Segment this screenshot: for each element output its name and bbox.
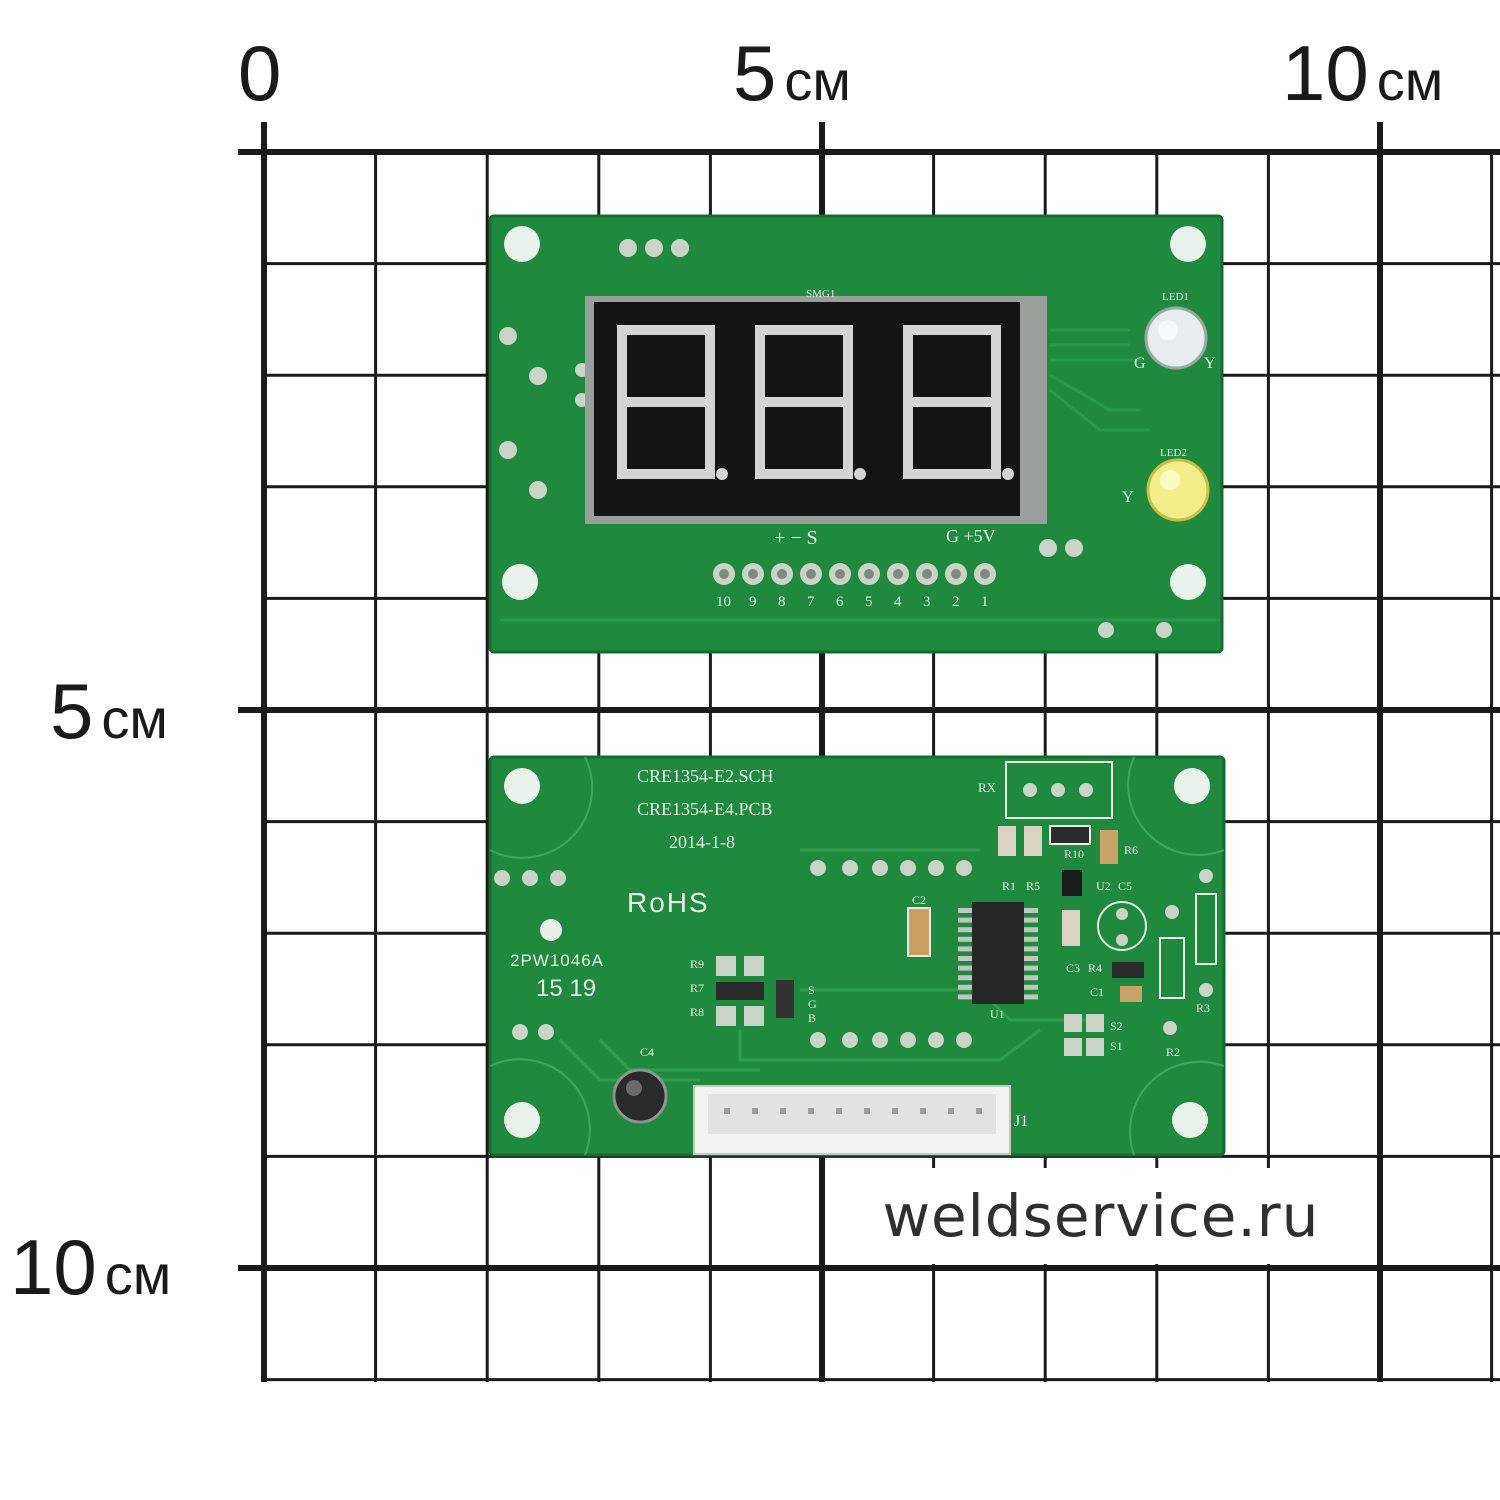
pin-hole bbox=[922, 569, 932, 579]
svg-text:C5: C5 bbox=[1118, 879, 1132, 893]
pin-hole bbox=[893, 569, 903, 579]
batch-code: 2PW1046A bbox=[510, 951, 604, 970]
svg-text:C1: C1 bbox=[1090, 985, 1104, 999]
svg-text:J1: J1 bbox=[1014, 1113, 1028, 1130]
svg-text:R7: R7 bbox=[690, 981, 704, 995]
capacitor-c4 bbox=[612, 1068, 668, 1124]
pin-number-label: 9 bbox=[749, 594, 757, 610]
pin-number-label: 1 bbox=[981, 594, 989, 610]
led1-label: LED1 bbox=[1162, 291, 1189, 303]
pin-hole bbox=[719, 569, 729, 579]
led1 bbox=[1144, 306, 1208, 370]
pin-hole bbox=[777, 569, 787, 579]
svg-text:R8: R8 bbox=[690, 1005, 704, 1019]
pin-hole bbox=[748, 569, 758, 579]
ic-u1 bbox=[958, 902, 1038, 1004]
svg-text:R9: R9 bbox=[690, 957, 704, 971]
signal-pin-labels: + − S bbox=[774, 527, 818, 549]
led2 bbox=[1146, 458, 1210, 522]
pin-number-label: 7 bbox=[807, 594, 815, 610]
svg-text:R2: R2 bbox=[1166, 1045, 1180, 1059]
board-date: 2014-1-8 bbox=[669, 832, 735, 852]
pin-number-label: 3 bbox=[923, 594, 931, 610]
scale-top-0: 0 bbox=[238, 29, 282, 117]
smd-components bbox=[716, 825, 1217, 1056]
svg-text:R4: R4 bbox=[1088, 961, 1102, 975]
svg-text:U1: U1 bbox=[990, 1007, 1005, 1021]
back-mounting-holes bbox=[504, 768, 1210, 1138]
svg-text:S2: S2 bbox=[1110, 1019, 1123, 1033]
svg-text:S1: S1 bbox=[1110, 1039, 1123, 1053]
svg-text:C2: C2 bbox=[912, 893, 926, 907]
rx-label: RX bbox=[978, 780, 997, 795]
front-pcb: SMG1 LED1 G Y LED2 Y + − S G +5V 10 9 8 7 6 5… bbox=[488, 214, 1224, 654]
svg-text:S: S bbox=[808, 983, 815, 997]
led2-label: LED2 bbox=[1160, 447, 1187, 459]
svg-text:R5: R5 bbox=[1026, 879, 1040, 893]
svg-text:R10: R10 bbox=[1064, 847, 1084, 861]
svg-text:U2: U2 bbox=[1096, 879, 1111, 893]
mounting-holes bbox=[502, 226, 1206, 600]
display-label: SMG1 bbox=[806, 288, 835, 300]
pin-hole bbox=[980, 569, 990, 579]
pin-hole bbox=[864, 569, 874, 579]
svg-text:R3: R3 bbox=[1196, 1001, 1210, 1015]
manufacturer-logo bbox=[540, 919, 562, 941]
led1-right-label: Y bbox=[1204, 355, 1216, 372]
power-pin-labels: G +5V bbox=[946, 526, 996, 546]
decimal-point bbox=[854, 468, 866, 480]
back-pcb: CRE1354-E2.SCH CRE1354-E4.PCB 2014-1-8 R… bbox=[488, 755, 1226, 1157]
decimal-point bbox=[716, 468, 728, 480]
pin-number-label: 8 bbox=[778, 594, 786, 610]
connector-j1 bbox=[693, 1085, 1011, 1155]
led2-left-label: Y bbox=[1122, 489, 1134, 506]
date-code: 15 19 bbox=[536, 975, 596, 1002]
back-traces bbox=[558, 848, 1100, 1082]
back-component-labels: R1 R5 R10 R6 U2 C5 C2 C3 R4 C1 R3 R2 U1 … bbox=[640, 843, 1210, 1130]
decimal-point bbox=[1002, 468, 1014, 480]
svg-text:C4: C4 bbox=[640, 1045, 654, 1059]
watermark: weldservice.ru bbox=[836, 1168, 1366, 1264]
schematic-id: CRE1354-E2.SCH bbox=[637, 766, 774, 786]
seven-segment-display bbox=[585, 296, 1047, 524]
pin-hole bbox=[951, 569, 961, 579]
back-pads bbox=[494, 783, 1213, 1048]
rx-outline bbox=[1005, 761, 1113, 819]
pcb-traces bbox=[500, 328, 1220, 622]
led1-left-label: G bbox=[1134, 355, 1146, 372]
pin-hole bbox=[835, 569, 845, 579]
pin-hole bbox=[806, 569, 816, 579]
rohs-mark: RoHS bbox=[627, 887, 710, 918]
svg-text:B: B bbox=[808, 1011, 816, 1025]
pin-number-label: 5 bbox=[865, 594, 873, 610]
pin-number-label: 6 bbox=[836, 594, 844, 610]
pin-number-label: 2 bbox=[952, 594, 960, 610]
svg-text:R1: R1 bbox=[1002, 879, 1016, 893]
svg-text:C3: C3 bbox=[1066, 961, 1080, 975]
pin-header bbox=[713, 563, 996, 585]
svg-text:G: G bbox=[808, 997, 817, 1011]
pin-numbers: 10 9 8 7 6 5 4 3 2 1 bbox=[716, 594, 989, 610]
svg-text:R6: R6 bbox=[1124, 843, 1138, 857]
pcb-id: CRE1354-E4.PCB bbox=[637, 799, 773, 819]
pin-number-label: 10 bbox=[716, 594, 731, 610]
pin-number-label: 4 bbox=[894, 594, 902, 610]
